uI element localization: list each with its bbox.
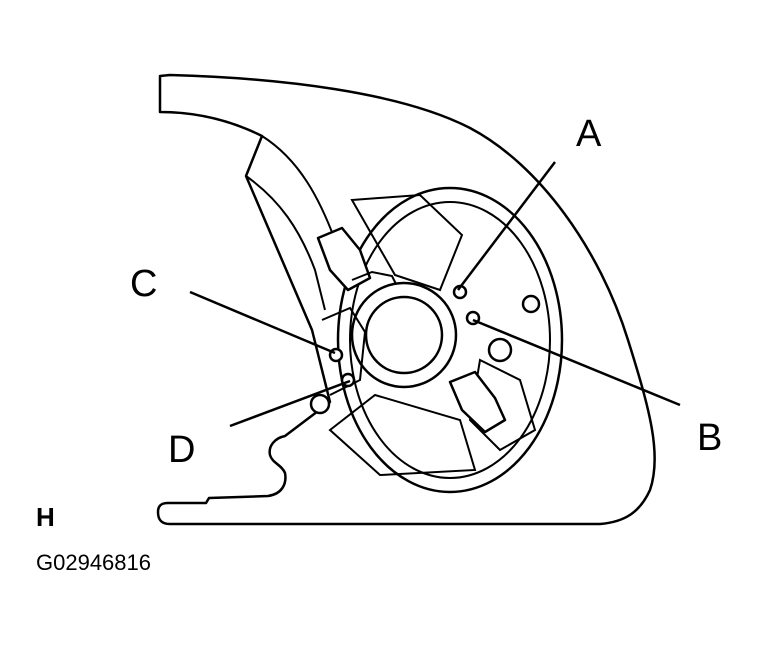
mounting-hole-left <box>309 393 331 415</box>
leader-line-c <box>189 290 336 355</box>
corner-letter: H <box>36 502 55 532</box>
hub-disc-inner-ring <box>349 201 551 479</box>
upper-spoke-arm-inner <box>245 175 326 311</box>
leader-line-b <box>472 318 681 407</box>
mounting-hole-right-small <box>521 294 541 314</box>
leader-line-a <box>457 161 556 291</box>
leader-line-d <box>229 379 351 428</box>
callout-label-d: D <box>168 429 195 471</box>
mounting-hole-right-large <box>487 337 513 363</box>
reference-code: G02946816 <box>36 550 151 575</box>
clip-block-upper <box>316 226 372 292</box>
callout-label-c: C <box>130 263 157 305</box>
hub-spoke-window-upper <box>350 193 464 292</box>
center-boss-inner <box>364 295 444 375</box>
clip-tab-top <box>351 270 399 289</box>
callout-label-a: A <box>576 113 602 155</box>
clip-block-lower <box>448 370 507 434</box>
callout-label-b: B <box>697 417 722 459</box>
hub-spoke-window-lower <box>328 393 477 477</box>
